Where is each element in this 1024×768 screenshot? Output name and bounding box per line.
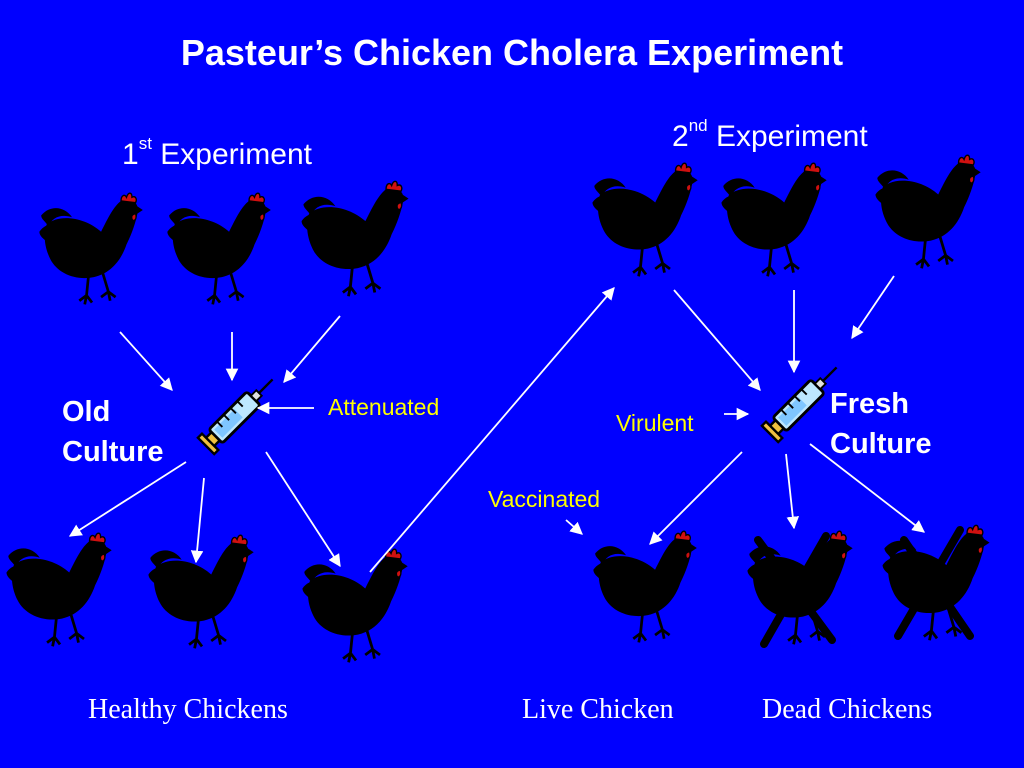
second-experiment-number: 2 <box>672 120 689 153</box>
virulent-label: Virulent <box>616 410 694 436</box>
vaccinated-label: Vaccinated <box>488 486 601 512</box>
chicken-icon <box>873 153 983 270</box>
arrow <box>785 453 800 530</box>
arrow <box>369 287 615 573</box>
second-experiment-word: Experiment <box>715 120 868 153</box>
chicken-icon <box>300 547 410 664</box>
arrow <box>119 331 173 391</box>
fresh-culture-line1: Fresh <box>830 388 909 420</box>
old-culture-line1: Old <box>62 396 111 428</box>
chicken-icon <box>719 161 829 278</box>
arrow <box>265 451 341 568</box>
arrow <box>190 477 205 564</box>
chicken-icon <box>165 191 273 306</box>
chicken-icon <box>146 533 256 650</box>
healthy-chickens-caption: Healthy Chickens <box>88 694 288 725</box>
syringe-icon <box>196 369 283 456</box>
cross-mark-icon <box>894 526 974 640</box>
second-experiment-label: 2nd Experiment <box>672 116 868 154</box>
live-chicken-caption: Live Chicken <box>522 694 674 725</box>
arrow <box>565 519 583 535</box>
first-experiment-suffix: st <box>138 134 152 153</box>
second-experiment-suffix: nd <box>688 116 708 135</box>
fresh-culture-label: Fresh Culture <box>830 384 932 464</box>
fresh-culture-line2: Culture <box>830 428 932 460</box>
first-experiment-word: Experiment <box>160 138 312 171</box>
first-experiment-label: 1st Experiment <box>122 134 312 172</box>
chicken-icon <box>37 191 145 306</box>
arrow <box>673 289 761 391</box>
chicken-icon <box>591 529 699 644</box>
arrow <box>809 443 925 533</box>
chicken-icon <box>300 179 411 298</box>
old-culture-label: Old Culture <box>62 392 164 472</box>
dead-chickens-caption: Dead Chickens <box>762 694 933 725</box>
arrow <box>851 275 895 340</box>
old-culture-line2: Culture <box>62 436 164 468</box>
arrow <box>68 461 187 537</box>
chicken-icon <box>4 531 114 648</box>
arrow <box>649 451 743 545</box>
cross-mark-icon <box>754 532 836 648</box>
first-experiment-number: 1 <box>122 138 139 171</box>
chicken-icon <box>590 161 700 278</box>
attenuated-label: Attenuated <box>328 394 440 420</box>
page-title: Pasteur’s Chicken Cholera Experiment <box>180 32 844 73</box>
arrow <box>283 315 341 383</box>
